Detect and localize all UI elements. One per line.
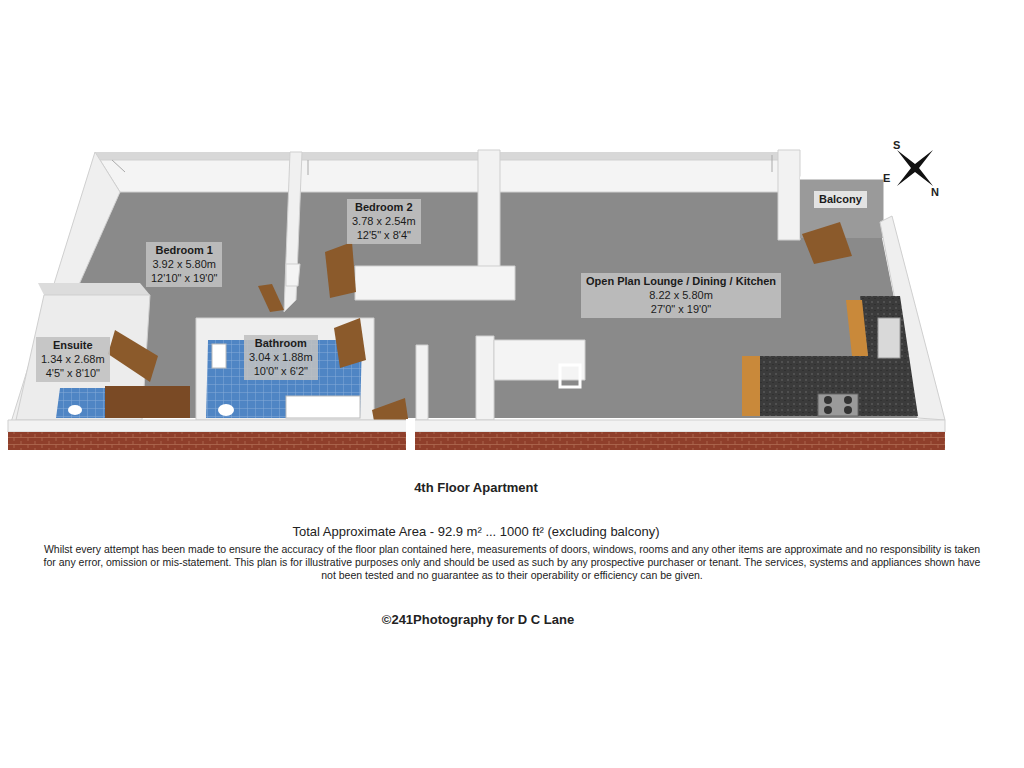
partition-wall [284, 152, 302, 312]
room-label: Open Plan Lounge / Dining / Kitchen8.22 … [581, 273, 781, 318]
door [334, 318, 366, 368]
hall-wall [476, 336, 494, 420]
hob [818, 394, 858, 416]
toilet [218, 404, 234, 416]
partition-wall [355, 266, 515, 300]
hob-ring [844, 406, 852, 414]
window-mark [112, 160, 125, 172]
room-dimension: 3.78 x 2.54m [352, 214, 416, 228]
tile-floor [56, 388, 112, 418]
front-wall [8, 420, 945, 432]
room-label: Balcony [814, 191, 867, 208]
window-mark [772, 155, 773, 172]
room-label: Ensuite1.34 x 2.68m4'5" x 8'10" [36, 337, 110, 382]
hob-ring [824, 406, 832, 414]
cupboard [494, 340, 585, 380]
room-dimension: 27'0" x 19'0" [586, 302, 776, 316]
doorway [406, 419, 415, 451]
window-mark [308, 160, 309, 175]
brick-face [8, 432, 945, 450]
plan-title: 4th Floor Apartment [0, 480, 952, 495]
column [478, 150, 500, 268]
area-caption: Total Approximate Area - 92.9 m² ... 100… [0, 524, 952, 539]
compass-letter: S [893, 139, 900, 153]
compass-letter: E [883, 172, 890, 186]
room-dimension: 8.22 x 5.80m [586, 288, 776, 302]
bathroom-room [196, 318, 374, 420]
room-label: Bedroom 23.78 x 2.54m12'5" x 8'4" [347, 199, 421, 244]
balcony-rail [800, 178, 885, 238]
room-dimension: 4'5" x 8'10" [41, 366, 105, 380]
room-name: Bathroom [249, 336, 313, 350]
room-name: Open Plan Lounge / Dining / Kitchen [586, 274, 776, 288]
hob-ring [824, 396, 832, 404]
toilet [68, 405, 82, 415]
compass-rose [897, 150, 933, 186]
room-dimension: 12'5" x 8'4" [352, 228, 416, 242]
room-dimension: 3.92 x 5.80m [151, 257, 217, 271]
room-label: Bathroom3.04 x 1.88m10'0" x 6'2" [244, 335, 318, 380]
door [108, 330, 158, 382]
back-wall [100, 160, 790, 192]
cabinet [846, 300, 868, 356]
basin [212, 344, 226, 368]
balcony-wall [778, 150, 800, 240]
disclaimer: Whilst every attempt has been made to en… [40, 543, 984, 582]
door [258, 284, 284, 312]
room-name: Ensuite [41, 338, 105, 352]
compass-letter: N [931, 186, 939, 200]
wall-top [38, 283, 150, 295]
wall-top [95, 152, 792, 160]
partition-wall [286, 264, 300, 286]
room-label: Bedroom 13.92 x 5.80m12'10" x 19'0" [146, 242, 222, 287]
sink [878, 318, 900, 358]
door [802, 222, 852, 264]
hob-ring [844, 396, 852, 404]
bath [286, 396, 360, 418]
room-name: Balcony [819, 192, 862, 206]
room-dimension: 12'10" x 19'0" [151, 271, 217, 285]
room-dimension: 10'0" x 6'2" [249, 364, 313, 378]
room-dimension: 3.04 x 1.88m [249, 350, 313, 364]
hall-wall [416, 345, 428, 420]
copyright: ©241Photography for D C Lane [0, 612, 956, 628]
cupboard-door [560, 365, 580, 387]
cabinet [742, 356, 760, 416]
door [325, 242, 356, 298]
balcony-floor [800, 178, 885, 238]
wardrobe [105, 386, 190, 418]
room-name: Bedroom 2 [352, 200, 416, 214]
room-name: Bedroom 1 [151, 243, 217, 257]
room-dimension: 1.34 x 2.68m [41, 352, 105, 366]
